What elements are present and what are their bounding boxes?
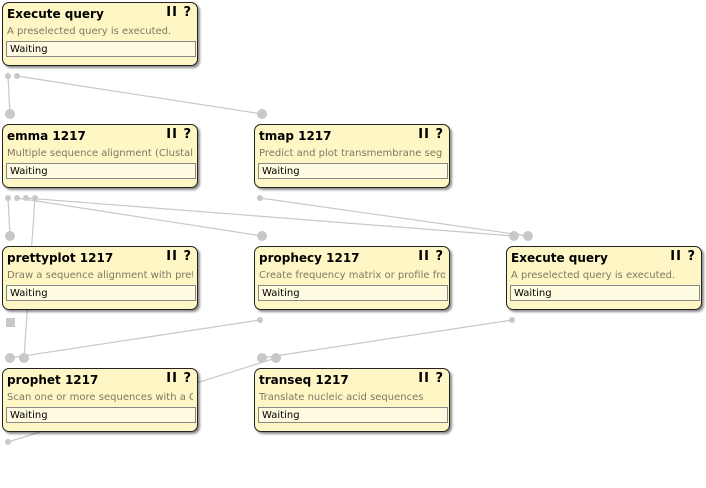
node-description: Translate nucleic acid sequences [259,392,424,403]
output-port[interactable] [5,195,11,201]
port-layer [5,73,533,445]
node-status-field: Waiting [6,41,196,57]
node-title: tmap 1217 [259,129,332,143]
input-port[interactable] [5,231,15,241]
edge-prophecy-to-prophet [9,319,261,359]
help-button[interactable]: ? [681,249,696,264]
edge-emma-to-prophecy [16,197,263,237]
node-title: prophet 1217 [7,373,99,387]
node-description: A preselected query is executed. [511,270,676,281]
pause-button[interactable]: II [166,249,178,264]
output-port[interactable] [14,73,20,79]
help-button[interactable]: ? [177,371,192,386]
node-controls: II ? [418,249,444,264]
output-port[interactable] [23,195,29,201]
node-title: Execute query [7,7,104,21]
help-button[interactable]: ? [177,5,192,20]
help-button[interactable]: ? [177,127,192,142]
node-controls: II ? [166,5,192,20]
edge-execute-query-2-to-transeq [261,319,513,359]
end-marker [6,318,15,327]
node-controls: II ? [670,249,696,264]
workflow-node-emma[interactable]: emma 1217 II ? Multiple sequence alignment… [2,124,198,188]
node-title: emma 1217 [7,129,86,143]
input-port[interactable] [19,353,29,363]
node-title: transeq 1217 [259,373,349,387]
node-controls: II ? [166,371,192,386]
edge-emma-to-prettyplot [7,197,11,237]
pause-button[interactable]: II [166,127,178,142]
pause-button[interactable]: II [418,127,430,142]
pause-button[interactable]: II [418,249,430,264]
node-controls: II ? [418,127,444,142]
input-port[interactable] [257,353,267,363]
node-status-field: Waiting [258,163,448,179]
help-button[interactable]: ? [429,249,444,264]
node-controls: II ? [166,127,192,142]
output-port[interactable] [509,317,515,323]
edge-emma-to-execute-query-2 [25,197,515,237]
pause-button[interactable]: II [418,371,430,386]
workflow-node-prophecy[interactable]: prophecy 1217 II ? Create frequency matrix… [254,246,450,310]
help-button[interactable]: ? [429,371,444,386]
output-port[interactable] [5,73,11,79]
node-controls: II ? [166,249,192,264]
workflow-node-tmap[interactable]: tmap 1217 II ? Predict and plot transmembr… [254,124,450,188]
workflow-node-prettyplot[interactable]: prettyplot 1217 II ? Draw a sequence align… [2,246,198,310]
node-description: Draw a sequence alignment with prett [7,270,193,281]
node-status-field: Waiting [258,285,448,301]
pause-button[interactable]: II [166,5,178,20]
edge-tmap-to-execute-query-2 [259,197,529,237]
node-description: A preselected query is executed. [7,26,172,37]
node-title: Execute query [511,251,608,265]
input-port[interactable] [5,109,15,119]
input-port[interactable] [271,353,281,363]
workflow-node-prophet[interactable]: prophet 1217 II ? Scan one or more sequenc… [2,368,198,432]
node-title: prophecy 1217 [259,251,360,265]
output-port[interactable] [257,317,263,323]
help-button[interactable]: ? [429,127,444,142]
output-port[interactable] [257,195,263,201]
input-port[interactable] [523,231,533,241]
input-port[interactable] [509,231,519,241]
node-status-field: Waiting [6,407,196,423]
input-port[interactable] [257,109,267,119]
workflow-node-execute-query-2[interactable]: Execute query II ? A preselected query is … [506,246,702,310]
node-description: Multiple sequence alignment (Clustal [7,148,193,159]
node-status-field: Waiting [258,407,448,423]
node-controls: II ? [418,371,444,386]
edge-execute-query-1-to-emma [7,75,11,115]
node-description: Predict and plot transmembrane seg [259,148,443,159]
output-port[interactable] [32,195,38,201]
node-description: Scan one or more sequences with a Gri [7,392,193,403]
pause-button[interactable]: II [670,249,682,264]
edge-execute-query-1-to-tmap [16,75,263,115]
node-status-field: Waiting [6,163,196,179]
pause-button[interactable]: II [166,371,178,386]
output-port[interactable] [5,439,11,445]
input-port[interactable] [5,353,15,363]
node-status-field: Waiting [510,285,700,301]
edge-layer [7,75,529,443]
help-button[interactable]: ? [177,249,192,264]
node-title: prettyplot 1217 [7,251,114,265]
node-status-field: Waiting [6,285,196,301]
workflow-node-execute-query-1[interactable]: Execute query II ? A preselected query is … [2,2,198,66]
workflow-node-transeq[interactable]: transeq 1217 II ? Translate nucleic acid s… [254,368,450,432]
node-description: Create frequency matrix or profile fro [259,270,445,281]
output-port[interactable] [14,195,20,201]
input-port[interactable] [257,231,267,241]
